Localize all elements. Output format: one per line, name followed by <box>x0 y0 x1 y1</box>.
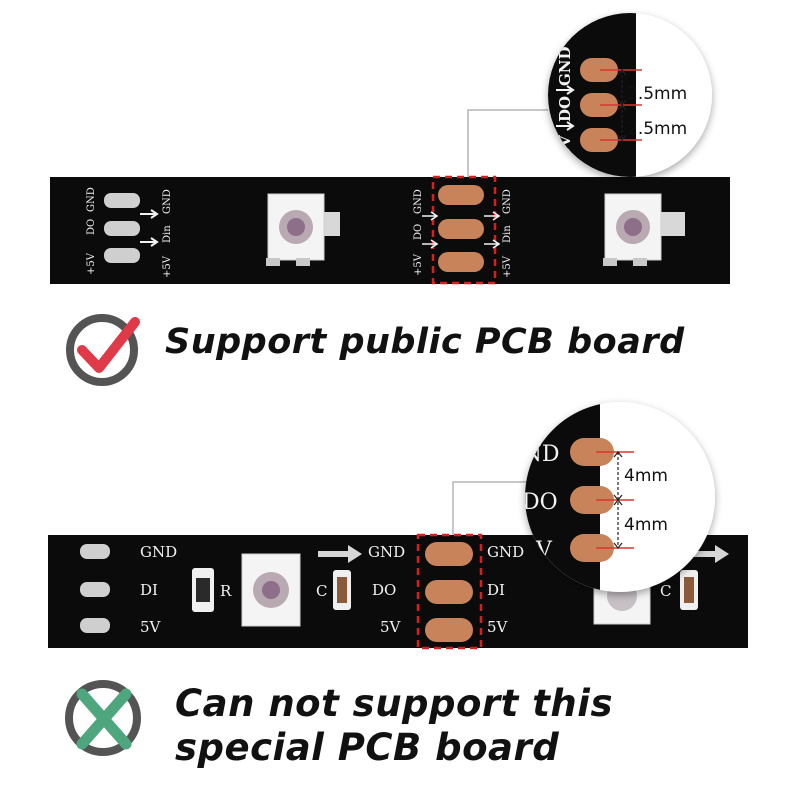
zoom-top-label-do: DO <box>556 96 574 122</box>
bottom-resistor-label: R <box>220 582 232 600</box>
bottom-left-label-5v: 5V <box>140 618 162 636</box>
top-dimension-lines <box>600 69 642 141</box>
pad-gnd <box>438 185 484 205</box>
arrow-right-icon <box>318 545 362 563</box>
zoom-bottom-label-gnd: GND <box>505 442 559 467</box>
arrow-right-icon <box>484 211 501 221</box>
bottom-highlight-box <box>416 533 483 650</box>
arrow-right-icon <box>556 121 575 131</box>
top-pad-label-gnd: GND <box>413 189 424 214</box>
pad-5v <box>425 618 473 642</box>
bottom-pad-label-5v-right: 5V <box>487 618 509 636</box>
zoom-top-label-5v: +5V <box>556 135 574 170</box>
cross-mark-icon <box>65 680 141 756</box>
top-silk-label-din: Din <box>162 225 173 243</box>
zoom-pad-do <box>580 93 618 117</box>
top-zoom-circle: GND DO +5V 2.5mm 2.5mm <box>548 13 712 177</box>
bottom-resistor <box>192 568 214 612</box>
bottom-pad-label-do: DO <box>372 581 396 599</box>
pad-gnd <box>425 542 473 566</box>
bottom-pad-label-di-right: DI <box>487 581 505 599</box>
unsupported-caption: Can not support this special PCB board <box>175 682 613 769</box>
bottom-pad-label-gnd: GND <box>368 543 405 561</box>
zoom-pad-do <box>570 486 614 514</box>
top-silk-label-5v-mid: +5V <box>162 255 173 278</box>
bottom-spacing-label-1: 4mm <box>624 466 668 486</box>
top-pad-label-do: DO <box>413 224 424 240</box>
top-highlight-box <box>431 175 497 285</box>
top-spacing-label-1: 2.5mm <box>627 84 687 104</box>
top-callout-line <box>467 109 548 177</box>
zoom-bottom-label-do: DO <box>522 490 558 515</box>
zoom-pad-gnd <box>580 58 618 82</box>
arrow-right-icon <box>422 211 439 221</box>
pad-data <box>438 219 484 239</box>
supported-caption: Support public PCB board <box>165 322 685 362</box>
top-led-chip-2 <box>603 193 685 266</box>
top-left-arrows <box>140 209 159 247</box>
arrow-right-icon <box>556 85 575 95</box>
top-center-pads <box>431 175 497 285</box>
arrow-right-icon <box>690 545 729 563</box>
solder-joint <box>104 221 140 236</box>
bottom-left-solder-joints <box>80 544 110 633</box>
bottom-right-capacitor <box>680 570 698 610</box>
zoom-pad-5v <box>570 534 614 562</box>
top-silk-label-gnd-left: GND <box>86 187 97 212</box>
arrow-right-icon <box>422 239 439 249</box>
arrow-right-icon <box>140 209 159 219</box>
top-spacing-label-2: 2.5mm <box>627 119 687 139</box>
check-mark-icon <box>66 314 140 386</box>
bottom-callout-line <box>452 481 528 535</box>
bottom-pad-label-gnd-right: GND <box>487 543 524 561</box>
top-pad-label-din: Din <box>502 225 513 243</box>
top-pad-label-gnd-right: GND <box>502 189 513 214</box>
top-pad-label-5v-right: +5V <box>502 255 513 278</box>
bottom-dimension-lines <box>596 451 634 549</box>
bottom-center-pads <box>416 533 483 650</box>
pad-5v <box>438 252 484 272</box>
arrow-right-icon <box>484 239 501 249</box>
bottom-left-label-gnd: GND <box>140 543 177 561</box>
zoom-pad-5v <box>580 128 618 152</box>
arrow-right-icon <box>140 237 159 247</box>
bottom-led-chip-1 <box>241 553 301 627</box>
solder-joint <box>104 248 140 263</box>
bottom-right-capacitor-label: C <box>660 582 671 600</box>
top-silk-label-do: DO <box>86 219 97 235</box>
zoom-top-label-gnd: GND <box>556 46 574 86</box>
top-silk-label-gnd-mid: GND <box>162 189 173 214</box>
bottom-spacing-label-2: 4mm <box>624 515 668 535</box>
top-led-strip: +5V DO GND +5V Din GND +5V DO GND +5V <box>50 175 730 285</box>
zoom-pad-gnd <box>570 438 614 466</box>
top-pad-label-5v: +5V <box>413 253 424 276</box>
solder-joint <box>104 193 140 208</box>
bottom-pad-label-5v: 5V <box>380 618 402 636</box>
bottom-zoom-circle: GND DO 5V 4mm 4mm <box>505 402 715 592</box>
top-led-chip-1 <box>266 193 340 266</box>
bottom-capacitor-label: C <box>316 582 327 600</box>
bottom-left-label-di: DI <box>140 581 158 599</box>
top-silk-label-5v-left: +5V <box>86 252 97 275</box>
pad-data <box>425 580 473 604</box>
top-left-solder-joints <box>104 193 140 263</box>
bottom-capacitor <box>333 570 351 610</box>
